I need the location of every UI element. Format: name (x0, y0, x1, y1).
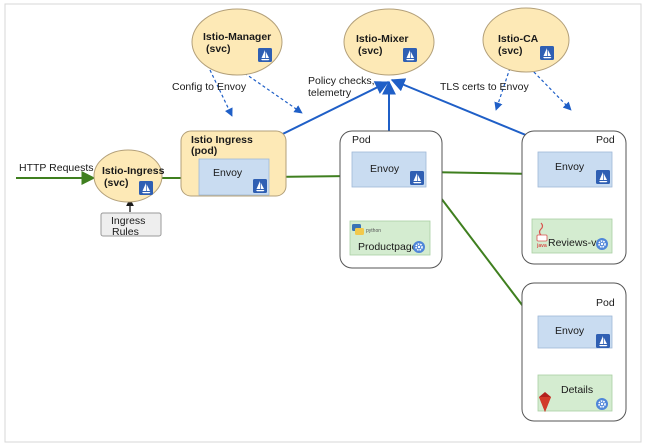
sailboat-icon (596, 170, 610, 184)
istio-mixer-service: Istio-Mixer (svc) (343, 8, 435, 76)
ingress-rules-line2: Rules (112, 226, 139, 238)
reviews-app-label: Reviews-v1 (548, 237, 602, 249)
istio-manager-name: Istio-Manager (203, 31, 271, 43)
istio-mixer-name: Istio-Mixer (356, 33, 409, 45)
sailboat-icon (540, 46, 554, 60)
diagram-frame (4, 3, 642, 443)
manager-config-arrow-right (239, 69, 303, 114)
python-logo: python (352, 224, 381, 235)
istio-ca-name: Istio-CA (498, 33, 539, 45)
istio-mixer-sub: (svc) (358, 45, 383, 57)
config-to-envoy-label: Config to Envoy (172, 81, 247, 93)
reviews-pod: Pod Envoy java Reviews-v1 (521, 130, 627, 265)
gear-icon (595, 397, 609, 411)
ca-tls-arrow-left (494, 67, 511, 111)
sailboat-icon (258, 48, 272, 62)
http-requests-label: HTTP Requests (19, 162, 94, 174)
details-envoy-label: Envoy (555, 325, 585, 337)
gear-icon (412, 240, 426, 254)
ingress-envoy-label: Envoy (213, 167, 243, 179)
python-badge-label: python (366, 228, 381, 234)
productpage-to-reviews-arrow (424, 166, 537, 181)
ingress-pod-title: Istio Ingress (191, 134, 253, 146)
ca-tls-arrow-right (529, 67, 572, 111)
productpage-app-label: Productpage (358, 241, 418, 253)
istio-ca-sub: (svc) (498, 45, 523, 57)
istio-manager-service: Istio-Manager (svc) (191, 8, 283, 76)
istio-manager-sub: (svc) (206, 43, 231, 55)
tls-certs-label: TLS certs to Envoy (440, 81, 529, 93)
productpage-envoy-label: Envoy (370, 163, 400, 175)
java-logo: java (536, 222, 548, 249)
reviews-pod-title: Pod (596, 134, 615, 146)
istio-ingress-name: Istio-Ingress (102, 165, 165, 177)
productpage-to-details-arrow (424, 176, 536, 324)
policy-checks-label: Policy checks, (308, 75, 375, 87)
telemetry-label: telemetry (308, 87, 352, 99)
istio-ingress-pod: Istio Ingress (pod) Envoy (180, 130, 287, 197)
istio-ingress-sub: (svc) (104, 177, 129, 189)
ingress-pod-sub: (pod) (191, 145, 217, 157)
sailboat-icon (139, 181, 153, 195)
istio-ca-service: Istio-CA (svc) (482, 7, 570, 73)
productpage-pod: Pod Envoy python Productpage (339, 130, 443, 269)
sailboat-icon (403, 48, 417, 62)
productpage-pod-title: Pod (352, 134, 371, 146)
details-pod-title: Pod (596, 297, 615, 309)
sailboat-icon (253, 179, 267, 193)
java-badge-label: java (536, 243, 547, 249)
details-pod: Pod Envoy Details (521, 282, 627, 422)
gear-icon (595, 237, 609, 251)
ruby-gem-icon (539, 392, 551, 412)
sailboat-icon (410, 171, 424, 185)
sailboat-icon (596, 334, 610, 348)
manager-config-arrow-left (209, 69, 233, 117)
ingress-rules-box: Ingress Rules (100, 212, 162, 238)
istio-ingress-service: Istio-Ingress (svc) (93, 149, 165, 203)
ingress-rules-line1: Ingress (111, 215, 145, 227)
details-app-label: Details (561, 384, 593, 396)
reviews-envoy-label: Envoy (555, 161, 585, 173)
